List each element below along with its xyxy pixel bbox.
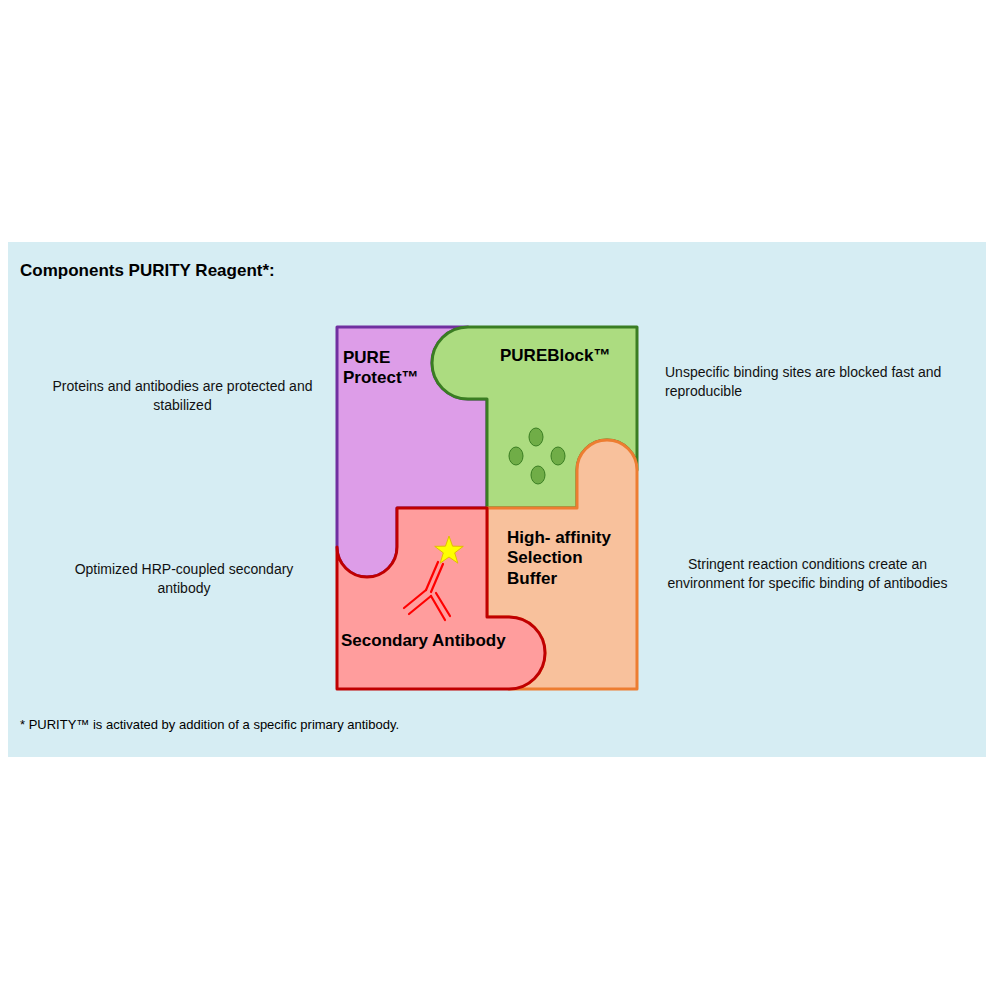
- piece-shape: [337, 508, 545, 689]
- blocking-dot: [531, 466, 545, 484]
- piece-label: PURE Protect™: [343, 348, 435, 389]
- title: Components PURITY Reagent*:: [20, 261, 275, 281]
- footnote: * PURITY™ is activated by addition of a …: [20, 717, 399, 733]
- piece-label: PUREBlock™: [500, 346, 630, 366]
- blocking-dot: [551, 447, 565, 465]
- description-text: Unspecific binding sites are blocked fas…: [665, 363, 965, 401]
- blocking-dot: [509, 447, 523, 465]
- piece-label: High- affinity Selection Buffer: [507, 528, 631, 589]
- piece-label: Secondary Antibody: [341, 631, 541, 651]
- antibody-icon: [404, 562, 450, 620]
- hrp-star: [435, 536, 464, 563]
- description-text: Optimized HRP-coupled secondary antibody: [55, 560, 313, 598]
- description-text: Proteins and antibodies are protected an…: [45, 377, 320, 415]
- description-text: Stringent reaction conditions create an …: [665, 555, 950, 593]
- panel: [8, 242, 986, 757]
- blocking-dot: [529, 428, 543, 446]
